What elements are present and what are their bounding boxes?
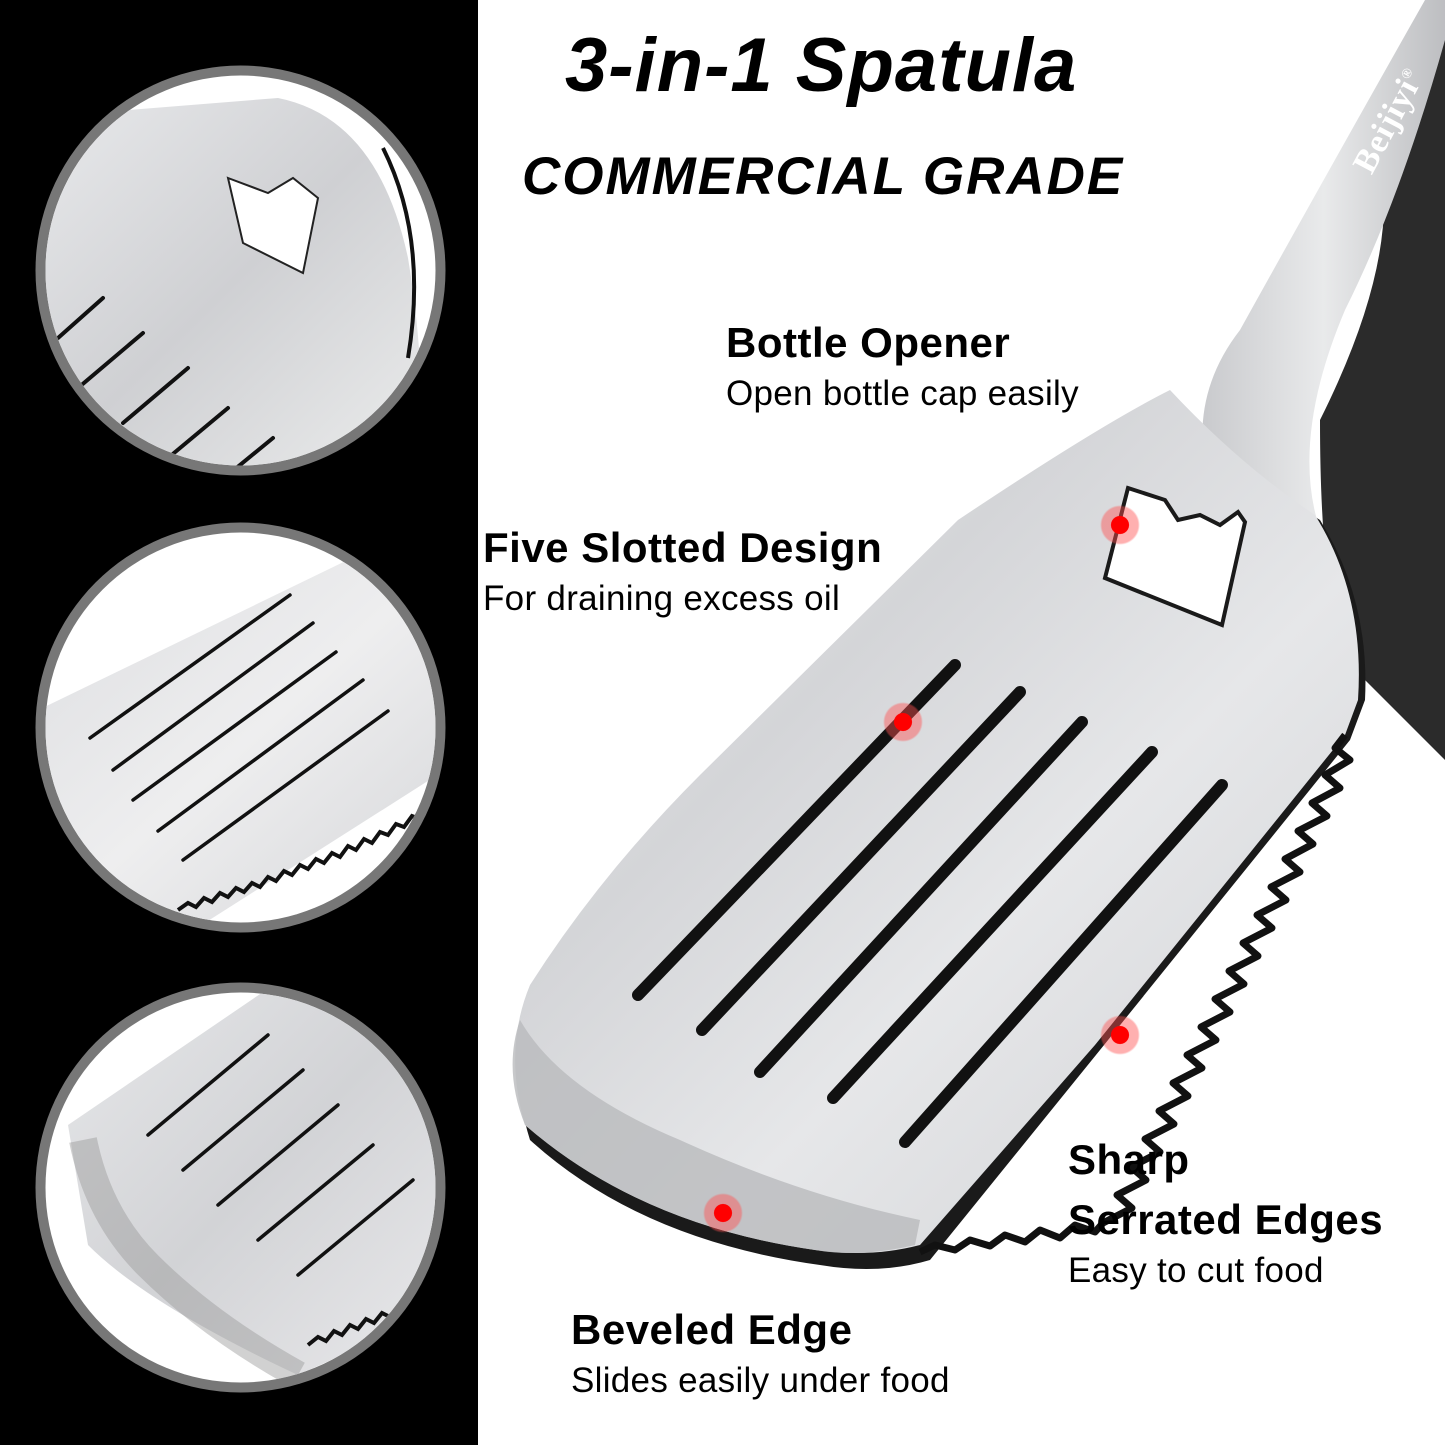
page-title: 3-in-1 Spatula [565,23,1078,108]
feature-bottle-opener: Bottle Opener Open bottle cap easily [726,318,1079,416]
feature-title: Sharp [1068,1136,1190,1183]
hotspot-slotted-design [881,700,925,744]
feature-beveled-edge: Beveled Edge Slides easily under food [571,1305,950,1403]
hotspot-serrated-edges [1098,1013,1142,1057]
spatula-illustration [478,0,1445,1445]
detail-circle-bottle-opener [28,58,453,483]
feature-title-line2: Serrated Edges [1068,1196,1384,1243]
page-subtitle: COMMERCIAL GRADE [522,147,1125,206]
feature-title: Bottle Opener [726,319,1011,366]
feature-five-slotted-design: Five Slotted Design For draining excess … [483,523,882,621]
hotspot-beveled-edge [701,1191,745,1235]
detail-circle-beveled-edge [28,975,453,1400]
hotspot-bottle-opener [1098,503,1142,547]
feature-serrated-edges: Sharp Serrated Edges Easy to cut food [1068,1135,1383,1293]
feature-description: For draining excess oil [483,579,841,618]
feature-title: Five Slotted Design [483,524,883,571]
feature-title: Beveled Edge [571,1306,853,1353]
feature-description: Easy to cut food [1068,1251,1324,1290]
detail-circle-slotted-design [28,515,453,940]
feature-description: Slides easily under food [571,1361,950,1400]
feature-description: Open bottle cap easily [726,374,1079,413]
